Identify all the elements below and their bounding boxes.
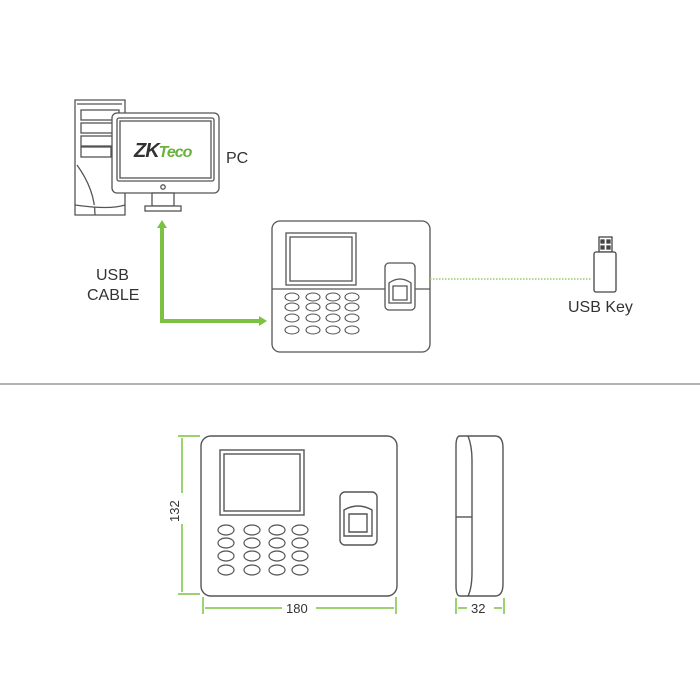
logo-teco: Teco [158, 144, 193, 161]
keypad-bottom [217, 524, 309, 576]
width-dimension-label: 180 [286, 601, 308, 616]
zkteco-logo: ZKTeco [134, 140, 193, 163]
usb-cable-line [160, 227, 260, 323]
attendance-device-top [271, 220, 431, 353]
keypad-top [284, 292, 360, 335]
monitor-icon [111, 112, 220, 212]
depth-dimension-label: 32 [471, 601, 486, 616]
usb-cable-label-line2: CABLE [87, 287, 140, 304]
cable-arrow-right-icon [259, 316, 267, 326]
usb-cable-label-line1: USB [96, 267, 129, 284]
usb-key-icon [593, 236, 617, 293]
dimension-lines [178, 435, 505, 614]
height-dimension-label: 132 [167, 500, 182, 522]
attendance-device-side [455, 435, 504, 597]
usb-key-label: USB Key [568, 299, 633, 316]
attendance-device-front [200, 435, 398, 597]
cable-arrow-up-icon [157, 220, 167, 228]
logo-zk: ZK [134, 140, 160, 162]
pc-label: PC [226, 150, 249, 167]
